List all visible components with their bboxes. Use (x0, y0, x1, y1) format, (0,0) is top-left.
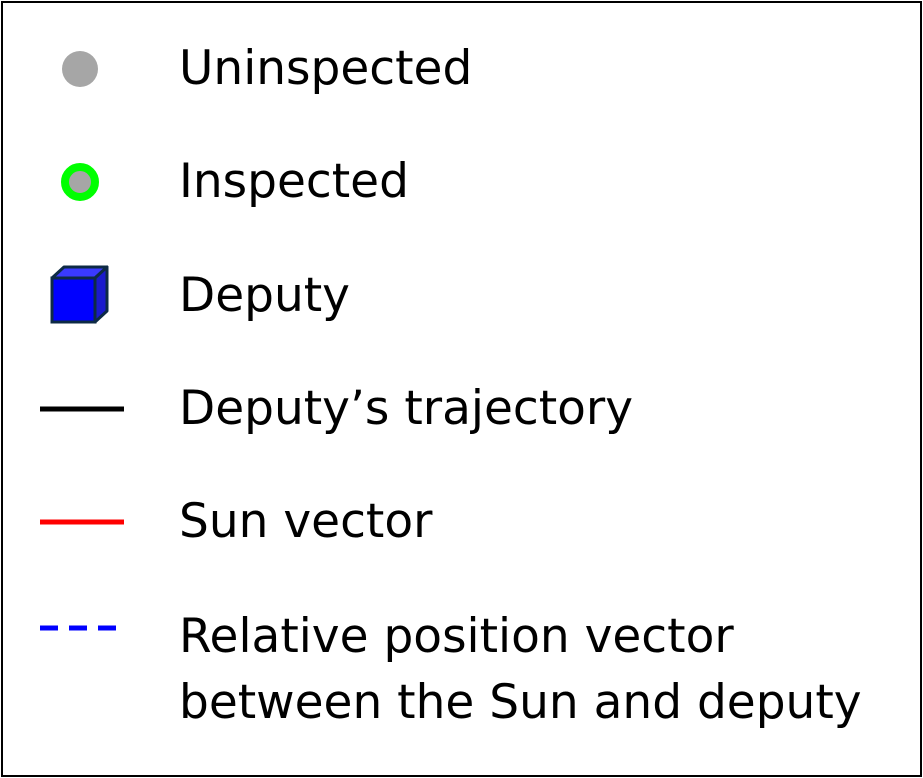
trajectory-line-icon (40, 406, 124, 412)
legend-label-deputy: Deputy (179, 268, 350, 323)
legend-label-sun-vector: Sun vector (179, 494, 433, 549)
relative-position-dashed-line-icon (40, 625, 120, 631)
legend-label-inspected: Inspected (179, 154, 409, 209)
legend-item-inspected: Inspected (3, 149, 920, 215)
legend-item-uninspected: Uninspected (3, 36, 920, 102)
sun-vector-line-icon (40, 519, 124, 525)
legend-label-uninspected: Uninspected (179, 41, 473, 96)
legend-label-relative-position-line1: Relative position vector (179, 609, 734, 664)
legend-item-trajectory: Deputy’s trajectory (3, 376, 920, 442)
legend-label-trajectory: Deputy’s trajectory (179, 381, 634, 436)
uninspected-point-icon (62, 51, 98, 87)
deputy-cube-icon (50, 265, 109, 324)
legend-item-deputy: Deputy (3, 263, 920, 329)
legend-item-relative-position: Relative position vector between the Sun… (3, 604, 920, 744)
legend-label-relative-position-line2: between the Sun and deputy (179, 675, 862, 730)
legend-item-sun-vector: Sun vector (3, 489, 920, 555)
inspected-point-icon (61, 163, 99, 201)
